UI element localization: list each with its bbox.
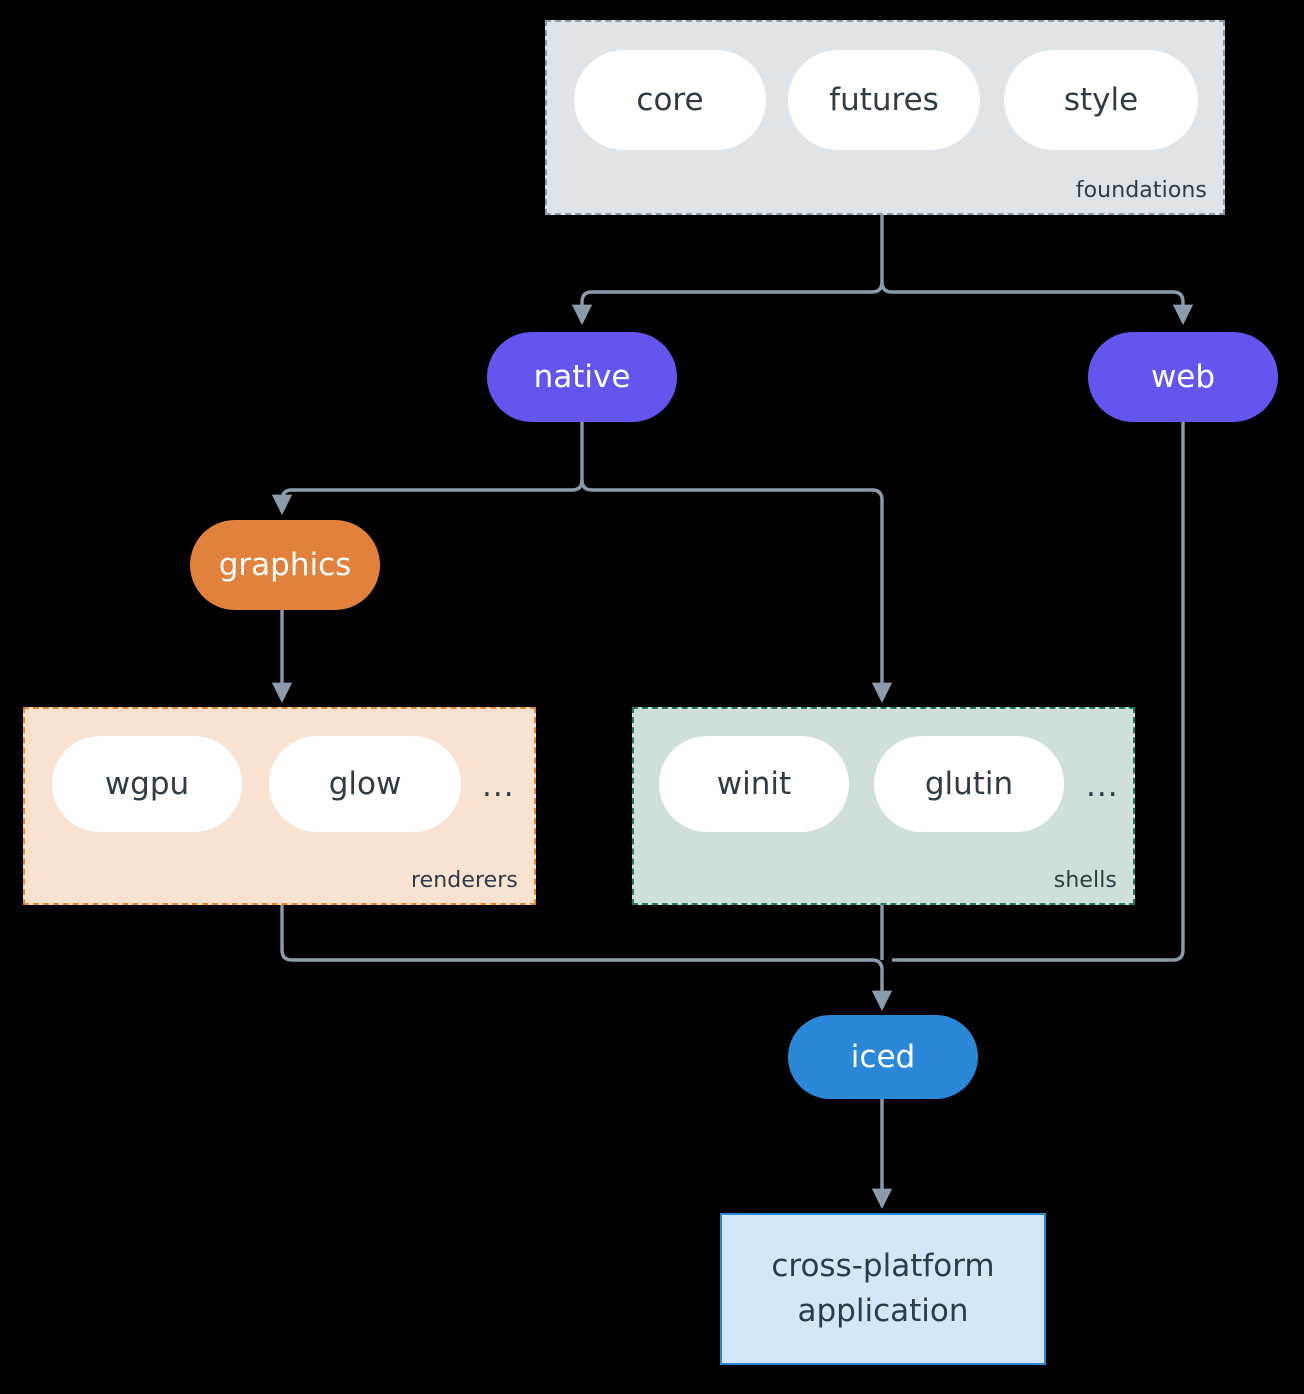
group-shells-label: shells [1053, 868, 1117, 893]
application-label-line1: cross-platform [771, 1248, 995, 1285]
node-native-label: native [533, 359, 631, 395]
node-cross-platform-application[interactable]: cross-platform application [720, 1213, 1046, 1365]
node-core[interactable]: core [574, 50, 766, 150]
node-native[interactable]: native [487, 332, 677, 422]
edge-renderers-to-iced [280, 905, 893, 1012]
node-wgpu[interactable]: wgpu [52, 736, 242, 832]
group-foundations-label: foundations [1075, 178, 1207, 203]
node-core-label: core [636, 82, 704, 118]
node-glow-label: glow [328, 766, 402, 802]
node-glutin[interactable]: glutin [874, 736, 1064, 832]
edge-foundations-to-web [880, 281, 1194, 326]
node-futures[interactable]: futures [788, 50, 980, 150]
node-iced[interactable]: iced [788, 1015, 978, 1099]
node-glow[interactable]: glow [269, 736, 461, 832]
group-renderers[interactable]: wgpu glow ... renderers [23, 707, 536, 905]
node-web[interactable]: web [1088, 332, 1278, 422]
node-style[interactable]: style [1004, 50, 1198, 150]
node-web-label: web [1150, 359, 1216, 395]
group-shells[interactable]: winit glutin ... shells [632, 707, 1135, 905]
edge-native-to-graphics [271, 422, 584, 516]
node-glutin-label: glutin [924, 766, 1014, 802]
renderers-more-ellipsis: ... [482, 768, 515, 804]
group-renderers-label: renderers [410, 868, 518, 893]
node-futures-label: futures [829, 82, 939, 118]
group-foundations[interactable]: core futures style foundations [545, 20, 1225, 215]
node-winit-label: winit [716, 766, 792, 802]
node-iced-label: iced [850, 1039, 916, 1075]
edge-foundations-to-native [571, 215, 884, 326]
node-graphics-label: graphics [218, 547, 352, 583]
node-graphics[interactable]: graphics [190, 520, 380, 610]
shells-more-ellipsis: ... [1086, 768, 1119, 804]
node-style-label: style [1063, 82, 1139, 118]
node-winit[interactable]: winit [659, 736, 849, 832]
node-wgpu-label: wgpu [104, 766, 190, 802]
application-label-line2: application [797, 1293, 969, 1329]
edge-native-to-shells [580, 479, 893, 704]
